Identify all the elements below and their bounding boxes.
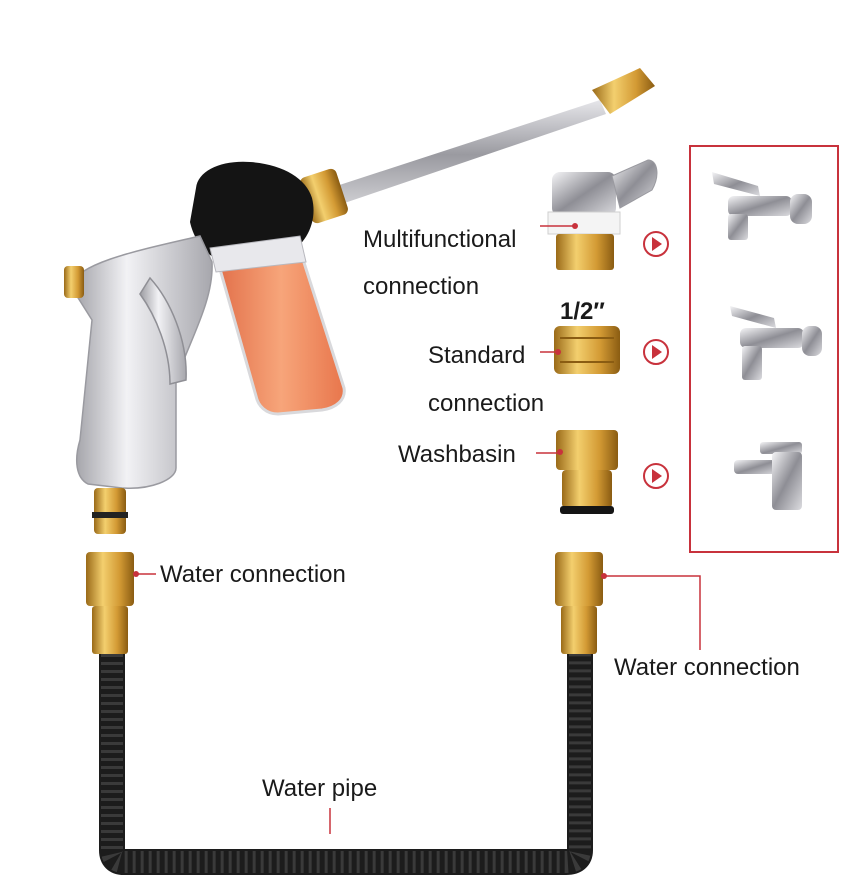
water-hose [99, 654, 593, 875]
multifunctional-connector-icon [547, 159, 658, 270]
size-label: 1/2″ [560, 298, 605, 325]
multifunctional-label-line2: connection [363, 273, 480, 300]
washbasin-label: Washbasin [398, 441, 516, 468]
brass-nozzle [592, 68, 655, 114]
standard-label-line2: connection [428, 390, 545, 417]
water-connection-left-label: Water connection [160, 561, 346, 588]
foam-bottle-cap [209, 235, 307, 273]
standard-label-line1: Standard [428, 342, 526, 369]
washbasin-connector-icon [556, 430, 618, 514]
foam-bottle [216, 248, 346, 416]
leader-lines [136, 225, 701, 834]
multifunctional-label-line1: Multifunctional [363, 226, 517, 253]
water-connection-right-label: Water connection [614, 654, 800, 681]
rear-brass-knob [64, 266, 84, 298]
gun-body [69, 235, 213, 489]
gun-bottom-connector [94, 488, 126, 534]
faucet-icon [712, 172, 812, 240]
lance-rod [318, 100, 606, 210]
standard-connector-icon [554, 326, 620, 374]
faucet-icon [730, 306, 822, 380]
arrow-right-circle-icon [643, 463, 669, 489]
gun-head [190, 161, 314, 262]
arrow-right-circle-icon [643, 231, 669, 257]
washbasin-faucet-icon [734, 442, 802, 510]
gun-trigger [139, 276, 187, 385]
faucet-options-box [689, 145, 839, 553]
left-quick-connector [86, 552, 139, 654]
water-hose-texture [101, 654, 591, 873]
water-pipe-label: Water pipe [262, 775, 378, 802]
right-quick-connector [555, 552, 607, 654]
arrow-right-circle-icon [643, 339, 669, 365]
spray-gun-icon [64, 68, 655, 534]
connector-o-ring [92, 512, 128, 518]
